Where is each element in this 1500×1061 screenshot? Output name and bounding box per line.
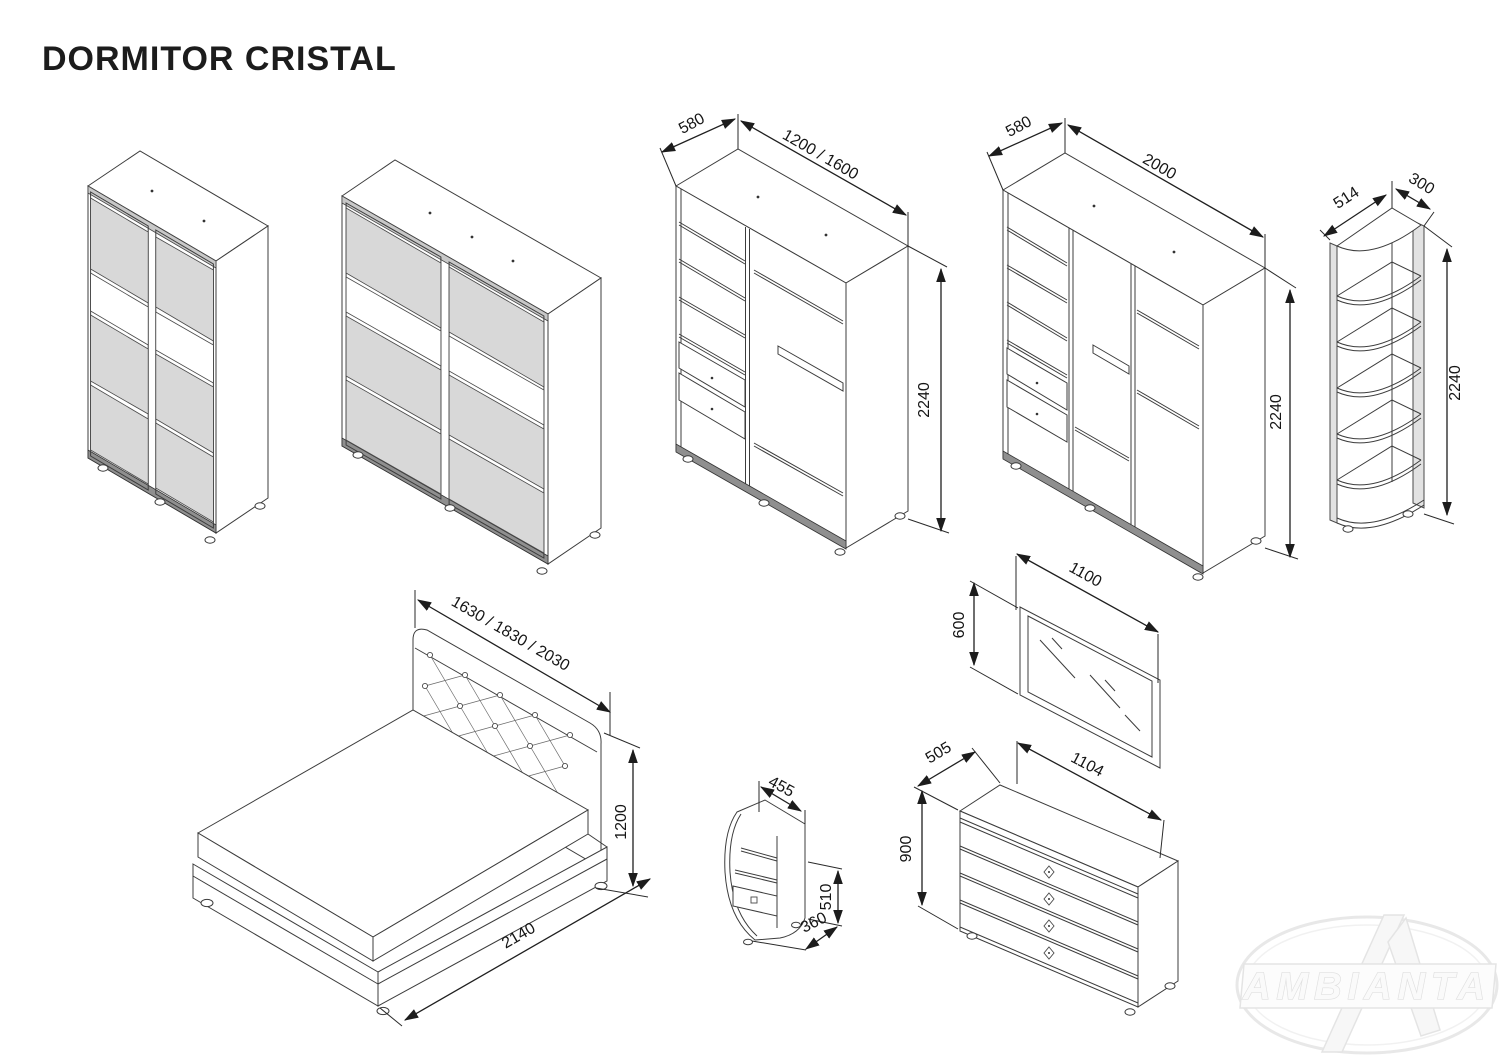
dim-wardrobe-open-small-height: 2240 — [916, 382, 933, 418]
dim-corner-shelf-width: 514 — [1331, 184, 1363, 213]
wardrobe-open-large: 580 2000 2240 — [986, 113, 1299, 581]
dresser: 505 1104 900 — [898, 739, 1180, 1016]
dim-wardrobe-open-large-height: 2240 — [1268, 394, 1285, 430]
ambianta-watermark: AMBIANTA — [1235, 914, 1499, 1055]
mirror: 1100 600 — [951, 553, 1161, 769]
nightstand: 455 510 360 — [724, 773, 843, 951]
dim-mirror-height: 600 — [951, 612, 968, 639]
dim-wardrobe-open-large-depth: 580 — [1003, 113, 1035, 141]
dim-corner-shelf-depth: 300 — [1405, 170, 1437, 198]
wardrobe-2door-closed-large — [341, 159, 602, 575]
corner-shelf: 514 300 2240 — [1319, 170, 1464, 533]
page-title: DORMITOR CRISTAL — [42, 40, 397, 78]
dim-dresser-height: 900 — [898, 836, 915, 863]
dim-dresser-depth: 505 — [923, 739, 955, 767]
dim-corner-shelf-height: 2240 — [1447, 365, 1464, 401]
dim-mirror-width: 1100 — [1066, 559, 1104, 591]
bed: 1630 / 1830 / 2030 1200 2140 — [192, 590, 651, 1027]
dim-nightstand-width: 455 — [765, 773, 797, 801]
wardrobe-open-small: 580 1200 / 1600 2240 — [659, 110, 950, 556]
dim-wardrobe-open-large-width: 2000 — [1140, 151, 1179, 184]
dim-dresser-width: 1104 — [1068, 749, 1106, 780]
wardrobe-2door-closed-small — [87, 150, 269, 544]
dim-wardrobe-open-small-width: 1200 / 1600 — [779, 127, 861, 184]
dim-nightstand-height: 510 — [818, 884, 835, 911]
dim-bed-headboard-height: 1200 — [613, 804, 630, 840]
watermark-text: AMBIANTA — [1242, 966, 1491, 1008]
